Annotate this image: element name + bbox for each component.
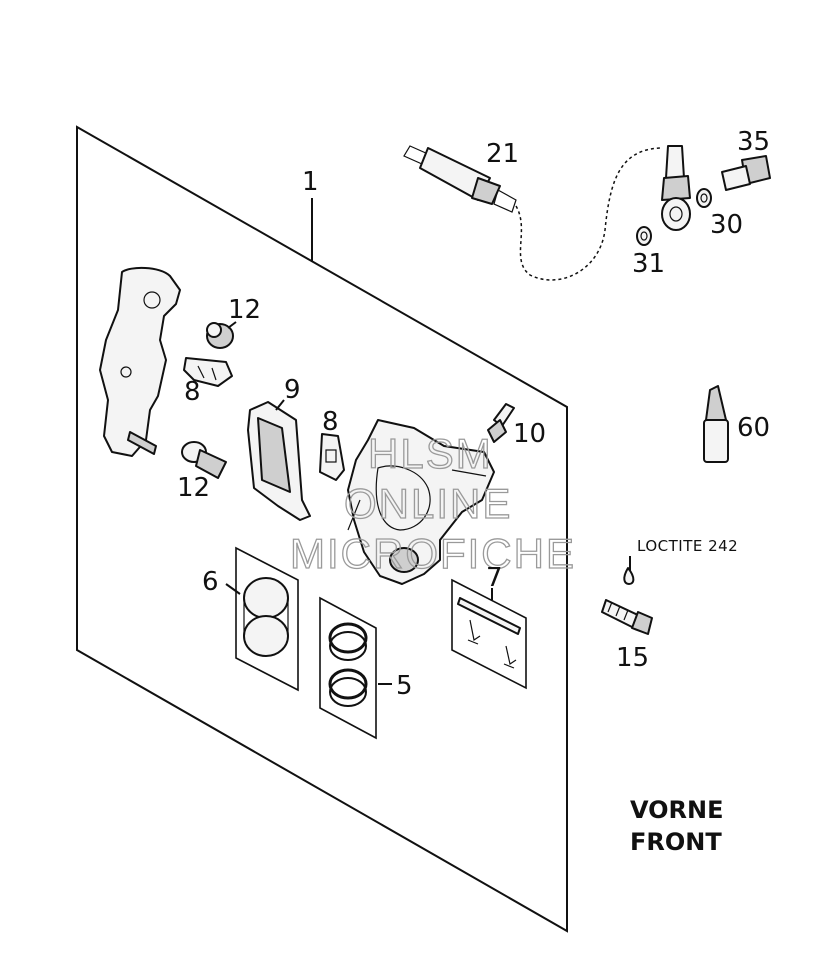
caliper-bracket [99, 266, 181, 457]
callout-6: 6 [202, 567, 219, 597]
spring-clip-middle [319, 433, 345, 481]
direction-label-english: FRONT [630, 828, 722, 856]
callout-9: 9 [284, 375, 301, 405]
bleed-valve [487, 403, 515, 443]
assembly-panel [76, 125, 568, 933]
washer-31 [636, 226, 652, 246]
callout-12-upper: 12 [228, 295, 261, 325]
callout-8-left: 8 [184, 377, 201, 407]
direction-label-german: VORNE [630, 796, 724, 824]
callout-21: 21 [486, 139, 519, 169]
callout-31: 31 [632, 249, 665, 279]
brake-pad [247, 401, 311, 521]
callout-5: 5 [396, 671, 413, 701]
bolt-15 [601, 599, 653, 635]
pin-and-clips [457, 597, 521, 669]
seal-rings [328, 622, 368, 707]
callout-12-lower: 12 [177, 473, 210, 503]
banjo-bolt [721, 155, 771, 191]
callout-30: 30 [710, 210, 743, 240]
callout-60: 60 [737, 413, 770, 443]
callout-7: 7 [486, 563, 503, 593]
washer-30 [696, 188, 712, 208]
bushing-upper [206, 322, 234, 349]
pin-bolt [181, 441, 227, 479]
piston-pair [243, 577, 289, 657]
caliper-body [347, 419, 495, 585]
brake-hose [403, 145, 691, 281]
seal-kit-box [319, 596, 377, 740]
callout-8-middle: 8 [322, 407, 339, 437]
spring-clip-left [183, 357, 233, 387]
loctite-drop [623, 567, 635, 585]
watermark-line-1: HLSM [368, 430, 493, 477]
callout-10: 10 [513, 419, 546, 449]
threadlocker-tube [703, 385, 729, 463]
watermark-line-2: ONLINE [344, 480, 512, 527]
callout-15: 15 [616, 643, 649, 673]
callout-1: 1 [302, 167, 319, 197]
loctite-note: LOCTITE 242 [637, 537, 738, 555]
watermark-line-3: MICROFICHE [290, 530, 576, 577]
callout-35: 35 [737, 127, 770, 157]
